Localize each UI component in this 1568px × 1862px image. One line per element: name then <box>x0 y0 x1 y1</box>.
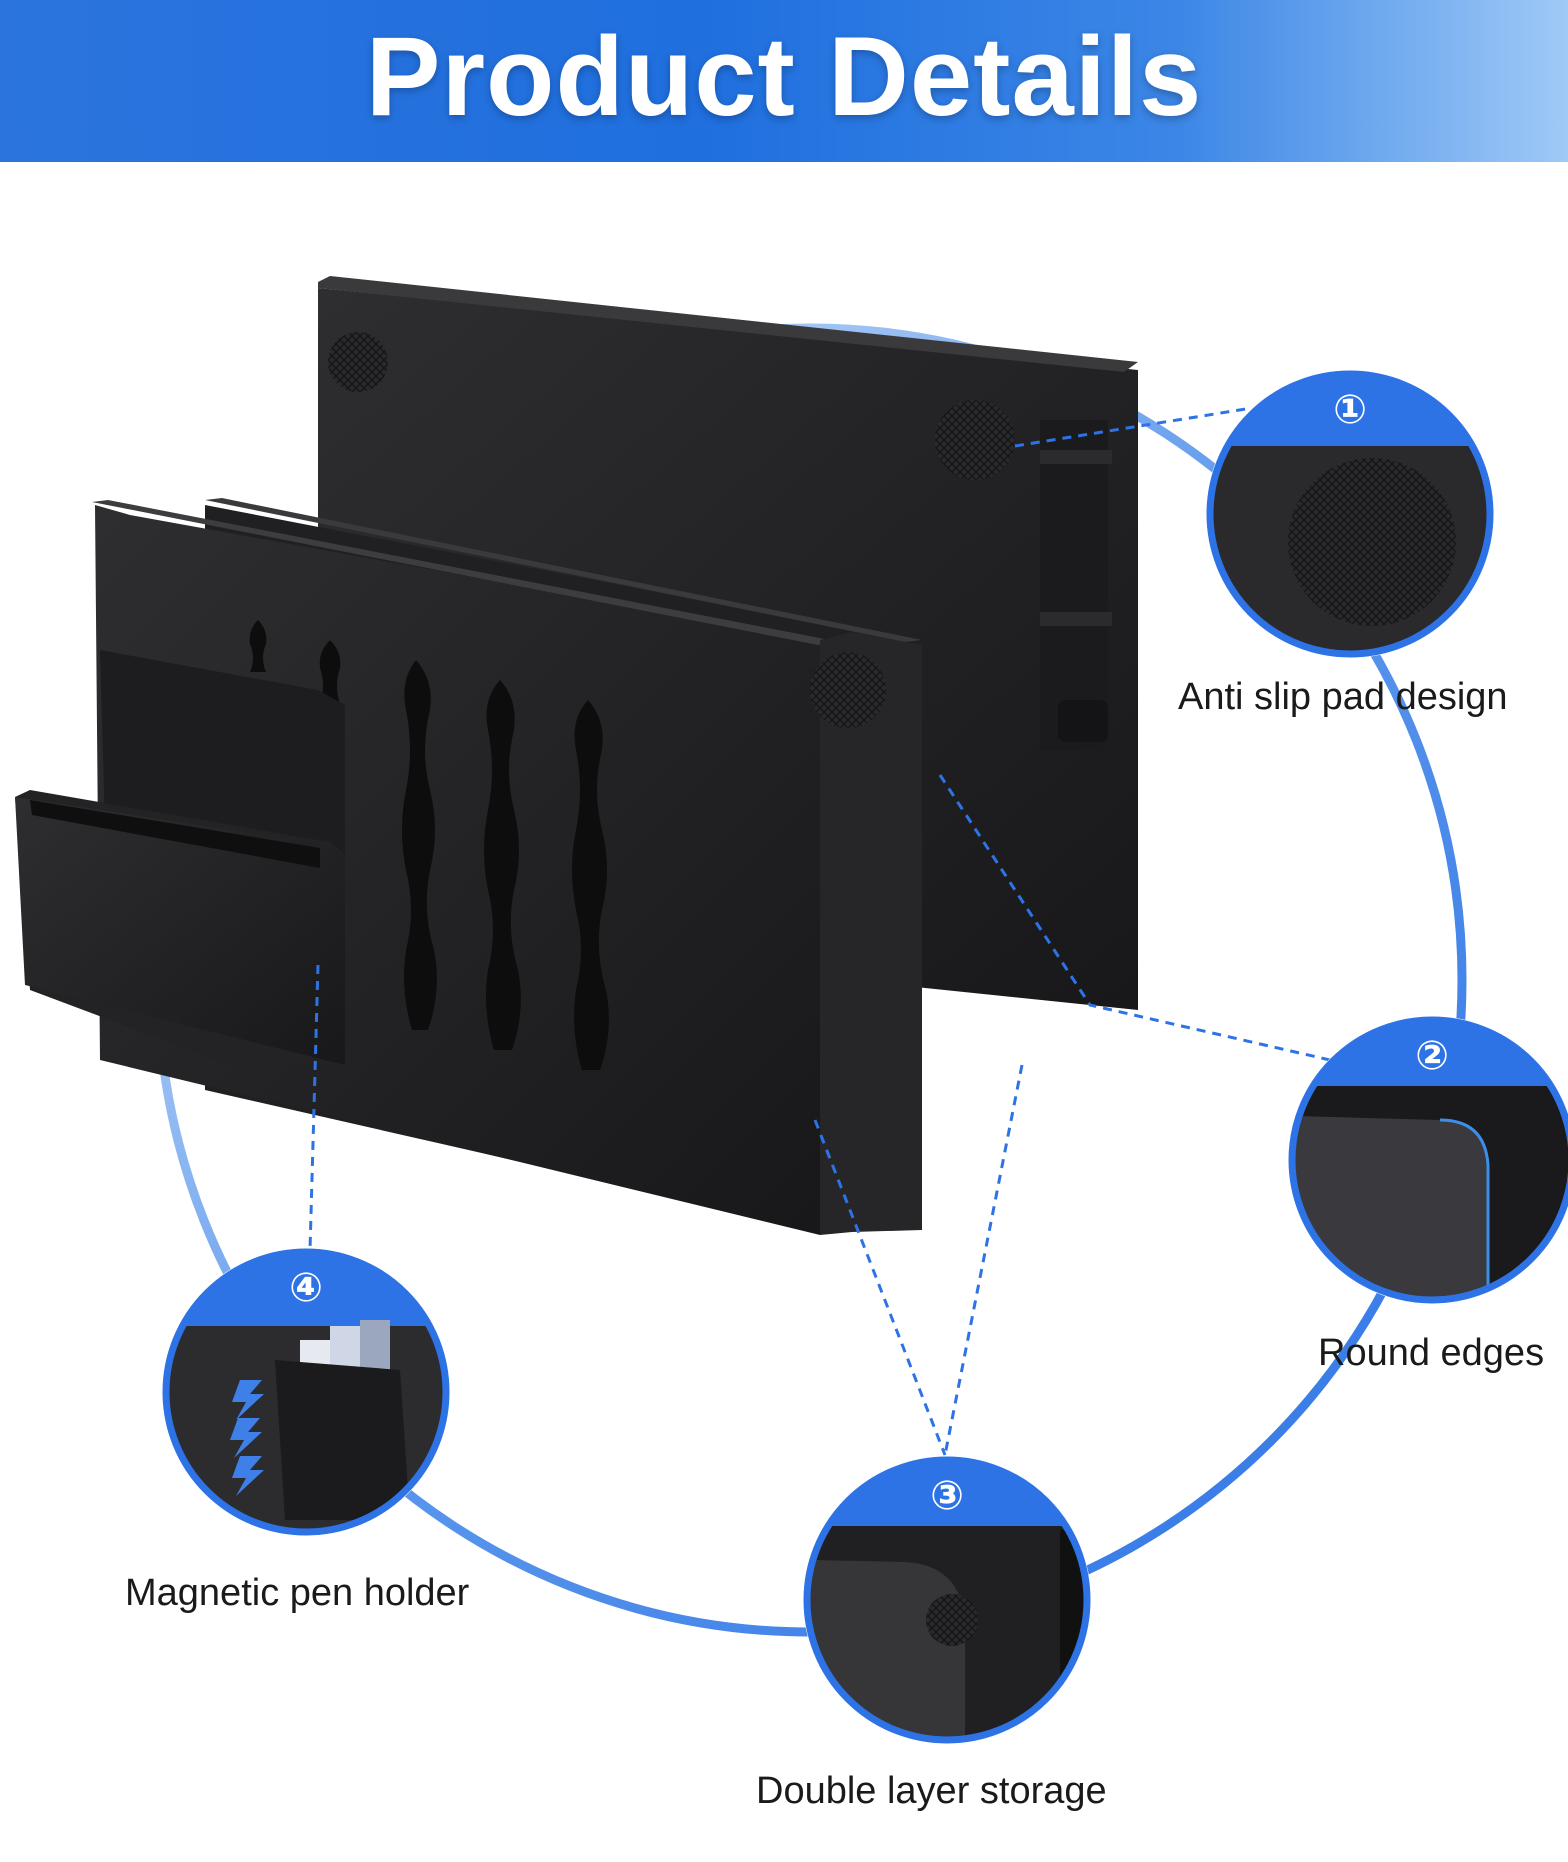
callout-number-1: ① <box>1333 387 1367 433</box>
header-banner: Product Details <box>0 0 1568 162</box>
label-pen-holder: Magnetic pen holder <box>125 1572 470 1614</box>
page-title: Product Details <box>365 13 1203 139</box>
label-double-layer: Double layer storage <box>756 1770 1107 1812</box>
callout-number-2: ② <box>1415 1033 1449 1079</box>
label-anti-slip-pad: Anti slip pad design <box>1178 676 1508 718</box>
label-round-edges: Round edges <box>1318 1332 1545 1374</box>
callout-anti-slip-pad <box>1206 370 1494 658</box>
callout-pen-holder <box>162 1248 450 1536</box>
callout-round-edges <box>1288 1016 1568 1304</box>
callout-connectors <box>308 406 1331 1456</box>
lightning-bolt-icon <box>230 1380 264 1496</box>
callout-number-3: ③ <box>930 1473 964 1519</box>
desk-organizer-product <box>15 276 1138 1235</box>
callout-number-4: ④ <box>289 1265 323 1311</box>
